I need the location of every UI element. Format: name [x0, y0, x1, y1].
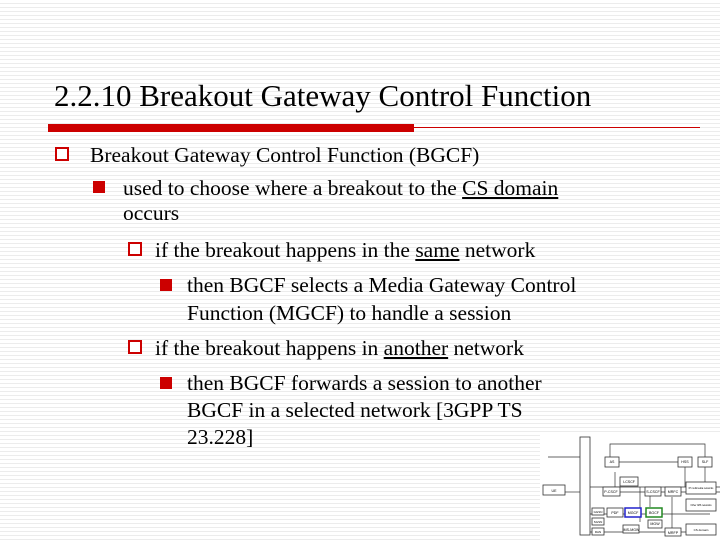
diagram-label: SGSN [594, 520, 603, 524]
underlined-text: same [415, 238, 460, 262]
bullet-text: Breakout Gateway Control Function (BGCF) [90, 143, 480, 167]
diagram-label: CS domain [694, 528, 709, 532]
diagram-label: IMS-MGW [623, 528, 640, 532]
diagram-label: UE [552, 489, 558, 493]
bullet-outline-icon [128, 242, 142, 256]
bullet-outline-icon [55, 147, 69, 161]
bullet-filled-icon [93, 181, 105, 193]
bullet-text: if the breakout happens in the same netw… [155, 238, 535, 262]
diagram-label: MRFC [668, 490, 679, 494]
bullet-filled-icon [160, 377, 172, 389]
underlined-text: another [383, 336, 449, 360]
bullet-text: used to choose where a breakout to the C… [123, 176, 558, 200]
diagram-label: PDF [611, 511, 619, 515]
diagram-label: HSS [681, 460, 689, 464]
diagram-label: AS [610, 460, 615, 464]
bullet-text: occurs [123, 201, 180, 225]
bullet-filled-icon [160, 279, 172, 291]
bullet-text: then BGCF selects a Media Gateway Contro… [187, 273, 577, 297]
bullet-text: if the breakout happens in another netwo… [155, 336, 524, 360]
diagram-label: MGW [650, 522, 660, 526]
title-underline-line [414, 127, 700, 128]
diagram-label: GGSN [594, 510, 603, 514]
text: if the breakout happens in the [155, 238, 416, 262]
ims-architecture-diagram: UE AS HSS SLF I-CSCF P-CSCF S-CSCF MRFC … [540, 432, 720, 540]
diagram-label: MGCF [628, 511, 639, 515]
diagram-label: P-CSCF [604, 490, 618, 494]
diagram-label: SLF [702, 460, 709, 464]
bullet-text: then BGCF forwards a session to another [187, 371, 542, 395]
diagram-label: BGCF [649, 511, 660, 515]
diagram-label: RAN [595, 530, 601, 534]
bullet-text: Function (MGCF) to handle a session [187, 301, 512, 325]
bullet-text: 23.228] [187, 425, 254, 449]
text: network [448, 336, 524, 360]
diagram-label: S-CSCF [646, 490, 660, 494]
diagram-label: Other IMS networks [690, 504, 712, 507]
slide-title: 2.2.10 Breakout Gateway Control Function [54, 78, 592, 113]
diagram-label: I-CSCF [623, 480, 636, 484]
text: network [459, 238, 536, 262]
bullet-text: BGCF in a selected network [3GPP TS [187, 398, 523, 422]
text: used to choose where a breakout to the [123, 176, 463, 200]
diagram-label: MRFP [668, 531, 679, 535]
title-underline-bar [48, 124, 414, 132]
text: if the breakout happens in [155, 336, 384, 360]
diagram-label: IP multimedia networks [689, 487, 714, 490]
underlined-text: CS domain [462, 176, 559, 200]
bullet-outline-icon [128, 340, 142, 354]
